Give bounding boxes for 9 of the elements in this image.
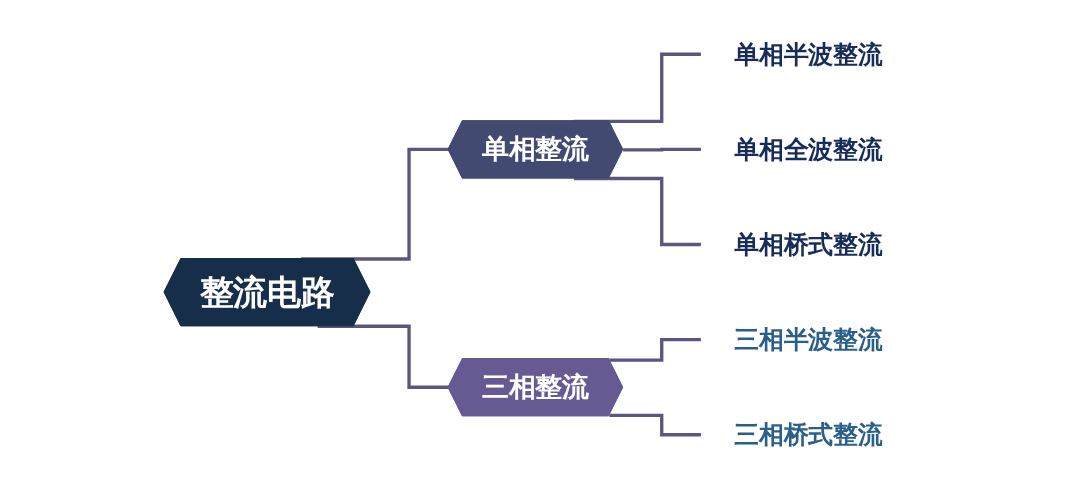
node-text: 单相桥式整流 [734,230,883,259]
connector [609,337,703,362]
node-text: 三相半波整流 [734,325,883,354]
node-text: 单相全波整流 [734,135,883,164]
connector [573,176,703,247]
connector [623,147,703,152]
connector [609,413,703,437]
node-text: 三相桥式整流 [734,420,883,449]
node-text: 单相半波整流 [734,40,883,69]
